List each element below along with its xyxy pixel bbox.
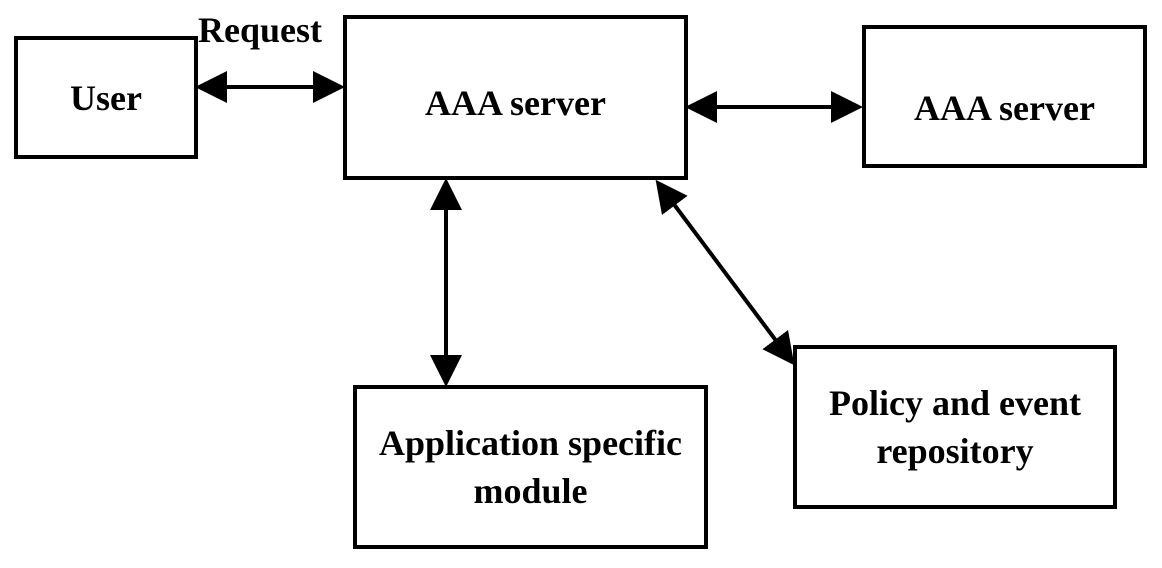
node-application-specific-module: Application specific module [353,385,708,549]
edge-label-request: Request [198,10,322,50]
node-application-specific-module-label: Application specific module [379,423,682,511]
node-aaa-server-main-label: AAA server [425,83,606,123]
node-aaa-server-remote: AAA server [862,25,1147,168]
edge-aaa-server-policy-repo [655,179,795,366]
node-aaa-server-main: AAA server [343,15,688,180]
node-user: User [14,36,198,159]
node-user-label: User [70,77,142,118]
node-aaa-server-remote-label: AAA server [914,88,1095,128]
node-policy-and-event-repository-label: Policy and event repository [829,383,1081,471]
node-policy-and-event-repository: Policy and event repository [793,345,1117,509]
